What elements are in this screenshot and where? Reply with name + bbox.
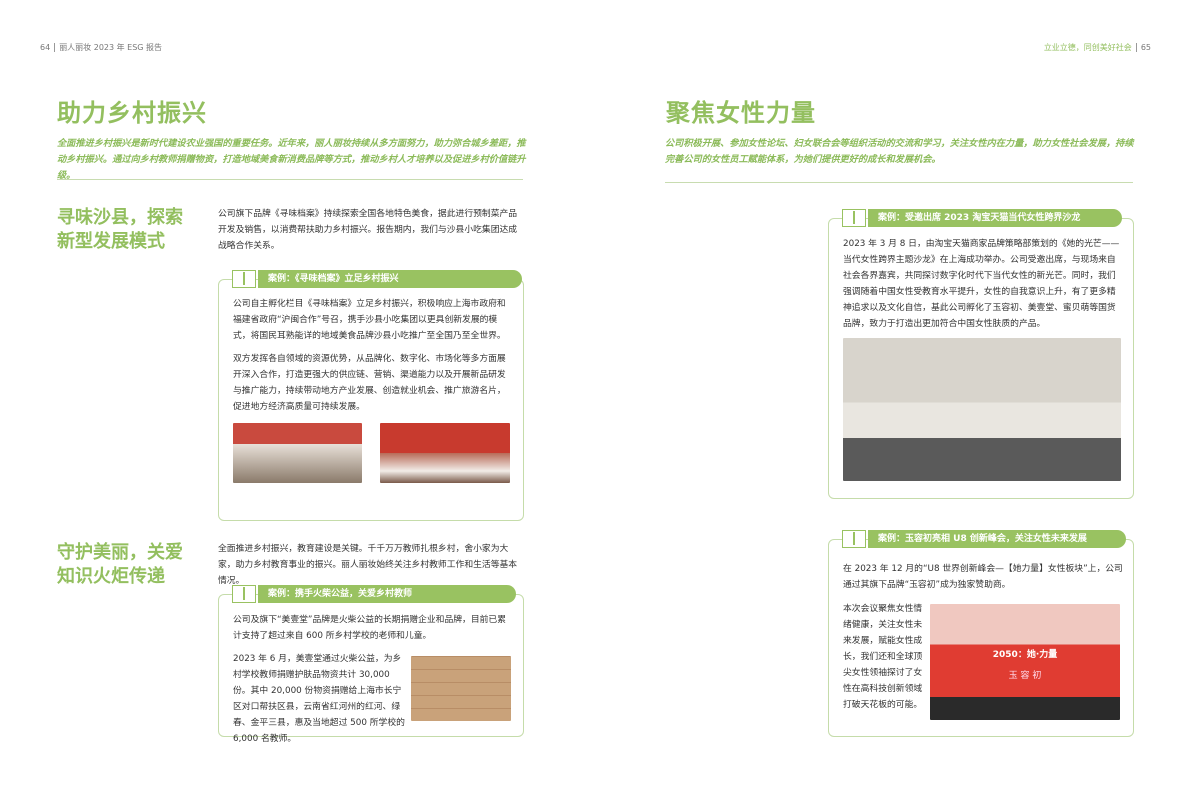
divider [665, 182, 1133, 183]
signing-group-photo [233, 423, 362, 483]
case-paragraph: 在 2023 年 12 月的“U8 世界创新峰会—【她力量】女性板块”上，公司通… [843, 564, 1123, 590]
photo-banner-text: 2050：她·力量 [992, 650, 1058, 660]
book-icon [842, 530, 866, 548]
case-paragraph: 双方发挥各自领域的资源优势，从品牌化、数字化、市场化等多方面展开深入合作，打造更… [233, 354, 506, 412]
page-number: 64 [40, 43, 51, 52]
case-title: 案例：《寻味档案》立足乡村振兴 [258, 270, 522, 288]
signing-ceremony-photo [380, 423, 510, 483]
case-title: 案例：受邀出席 2023 淘宝天猫当代女性跨界沙龙 [868, 209, 1122, 227]
photo-brand-text: 玉 容 初 [1008, 671, 1042, 681]
left-page-header: 64 丽人丽妆 2023 年 ESG 报告 [40, 42, 162, 53]
case-title: 案例：携手火柴公益，关爱乡村教师 [258, 585, 516, 603]
section-body: 公司旗下品牌《寻味档案》持续探索全国各地特色美食，据此进行预制菜产品开发及销售，… [218, 209, 518, 251]
case-paragraph: 公司及旗下“美壹堂”品牌是火柴公益的长期捐赠企业和品牌，目前已累计支持了超过来自… [233, 615, 507, 641]
page-title: 助力乡村振兴 [57, 99, 207, 127]
book-icon [232, 270, 256, 288]
page-title: 聚焦女性力量 [666, 99, 816, 127]
summit-photo: 2050：她·力量 玉 容 初 [930, 604, 1120, 720]
case-paragraph: 本次会议聚焦女性情绪健康，关注女性未来发展，赋能女性成长，我们还和全球顶尖女性领… [843, 604, 923, 710]
report-title: 丽人丽妆 2023 年 ESG 报告 [59, 43, 163, 52]
case-paragraph: 2023 年 6 月，美壹堂通过火柴公益，为乡村学校教师捐赠护肤品物资共计 30… [233, 654, 405, 744]
right-page-header: 立业立德，同创美好社会 65 [1044, 42, 1151, 53]
chapter-title: 立业立德，同创美好社会 [1043, 43, 1132, 52]
salon-event-photo [843, 338, 1121, 481]
case-paragraph: 2023 年 3 月 8 日，由淘宝天猫商家品牌策略部策划的《她的光芒——当代女… [843, 239, 1120, 329]
section-body: 全面推进乡村振兴，教育建设是关键。千千万万教师扎根乡村，舍小家为大家，助力乡村教… [218, 544, 518, 586]
case-title: 案例：玉容初亮相 U8 创新峰会，关注女性未来发展 [868, 530, 1126, 548]
page-number: 65 [1140, 43, 1151, 52]
case-text: 公司自主孵化栏目《寻味档案》立足乡村振兴，积极响应上海市政府和福建省政府“沪闽合… [233, 296, 513, 422]
page-intro: 公司积极开展、参加女性论坛、妇女联合会等组织活动的交流和学习，关注女性内在力量，… [665, 138, 1134, 165]
case-paragraph: 公司自主孵化栏目《寻味档案》立足乡村振兴，积极响应上海市政府和福建省政府“沪闽合… [233, 299, 506, 341]
section-heading: 寻味沙县，探索新型发展模式 [57, 207, 183, 252]
book-icon [232, 585, 256, 603]
donation-boxes-photo [411, 656, 511, 721]
divider [57, 179, 523, 180]
page-intro: 全面推进乡村振兴是新时代建设农业强国的重要任务。近年来，丽人丽妆持续从多方面努力… [57, 138, 526, 181]
book-icon [842, 209, 866, 227]
section-heading: 守护美丽，关爱知识火炬传递 [57, 542, 183, 587]
